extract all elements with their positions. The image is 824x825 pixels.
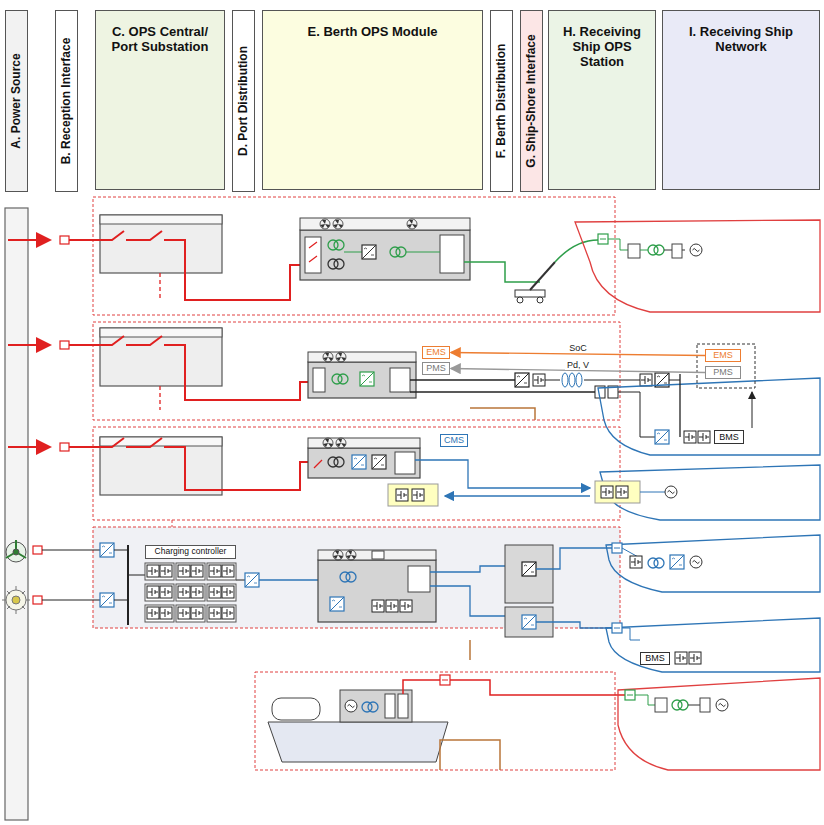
column-header: I. Receiving Ship Network: [662, 10, 820, 190]
rotated-header-text: F. Berth Distribution: [495, 44, 509, 159]
column-header: A. Power Source: [5, 10, 28, 192]
column-header: G. Ship-Shore Interface: [520, 10, 543, 192]
node-label: CMS: [444, 435, 464, 445]
column-header: E. Berth OPS Module: [262, 10, 483, 190]
node-label: BMS: [645, 653, 665, 663]
node-label: EMS: [713, 350, 733, 360]
column-header: D. Port Distribution: [232, 10, 255, 192]
node-label: E. Berth OPS Module: [307, 25, 437, 40]
node-label: EMS: [426, 347, 446, 357]
rotated-header-text: G. Ship-Shore Interface: [525, 34, 539, 167]
node-label: BMS: [719, 432, 739, 442]
column-header: F. Berth Distribution: [490, 10, 513, 192]
ems-box: EMS: [422, 346, 450, 359]
column-header: B. Reception Interface: [55, 10, 78, 192]
pms-box: PMS: [422, 362, 450, 375]
rotated-header-text: A. Power Source: [10, 53, 24, 148]
pms-box: PMS: [705, 366, 741, 379]
bms-box: BMS: [640, 652, 670, 665]
node-label: H. Receiving Ship OPS Station: [555, 25, 649, 70]
column-header: C. OPS Central/ Port Substation: [95, 10, 225, 190]
cms-box: CMS: [440, 434, 468, 447]
charging-controller: Charging controller: [145, 545, 236, 559]
bms-box: BMS: [714, 430, 744, 444]
node-label: I. Receiving Ship Network: [669, 25, 813, 55]
ems-box: EMS: [705, 349, 741, 362]
rotated-header-text: B. Reception Interface: [60, 38, 74, 165]
node-label: PMS: [713, 367, 733, 377]
column-header: H. Receiving Ship OPS Station: [548, 10, 656, 190]
node-label: Charging controller: [155, 547, 227, 557]
node-label: C. OPS Central/ Port Substation: [102, 25, 218, 55]
node-label: PMS: [426, 363, 446, 373]
edge-label: SoC: [567, 343, 589, 353]
rotated-header-text: D. Port Distribution: [237, 46, 251, 156]
edge-label: Pd, V: [565, 360, 591, 370]
